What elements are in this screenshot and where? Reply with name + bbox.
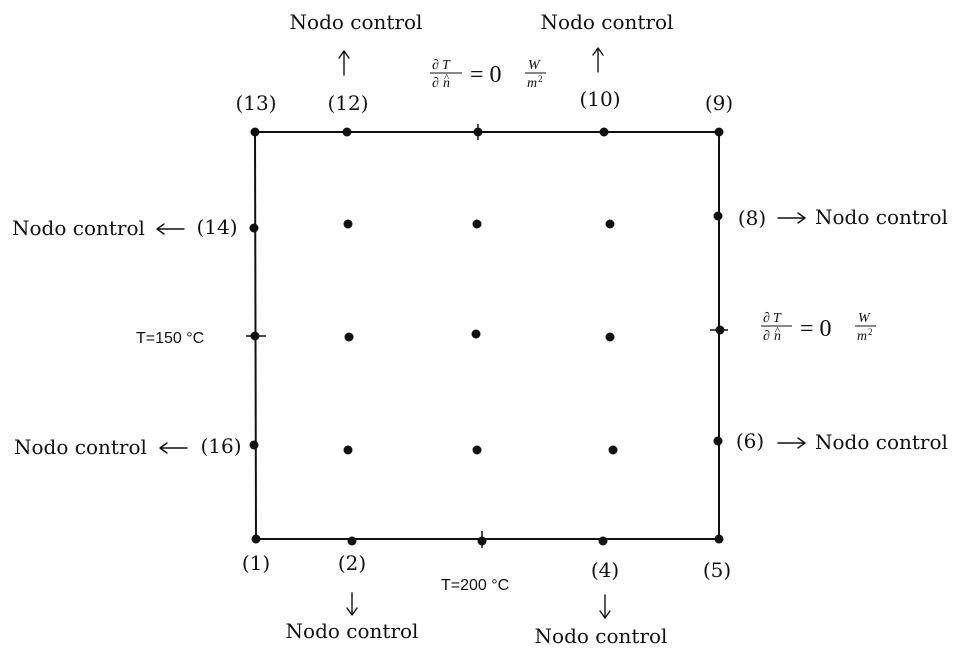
node-interior-a2 [472, 219, 482, 229]
flux-right-T: T [773, 311, 782, 326]
control-labels: Nodo control Nodo control Nodo control N… [12, 10, 948, 648]
flux-right-m: m [857, 329, 867, 344]
control-label-top-left: Nodo control [290, 10, 423, 34]
label-node-8: (8) [738, 206, 766, 230]
label-node-13: (13) [235, 91, 276, 115]
node-interior-a1 [343, 219, 353, 229]
left-temperature-label: T=150 °C [136, 330, 204, 347]
node-labels: (13) (12) (10) (9) (14) (8) (16) (6) (1)… [196, 87, 766, 582]
arrow-up-icon [338, 50, 350, 76]
flux-top-equals-zero: = 0 [470, 62, 502, 88]
node-2 [347, 536, 357, 546]
domain-boundary [254, 131, 720, 540]
control-label-left-upper: Nodo control [12, 216, 145, 240]
node-7 [715, 325, 725, 335]
flux-top-partial-num: ∂ [432, 58, 439, 73]
flux-top-sq: 2 [538, 74, 543, 84]
node-16 [249, 440, 259, 450]
node-15 [250, 331, 260, 341]
flux-top-W: W [528, 58, 541, 73]
node-interior-b1 [344, 332, 354, 342]
control-label-bottom-right: Nodo control [535, 624, 668, 648]
node-1 [251, 534, 261, 544]
label-node-6: (6) [736, 429, 764, 453]
node-14 [249, 223, 259, 233]
control-label-bottom-left: Nodo control [286, 619, 419, 643]
node-6 [713, 436, 723, 446]
arrow-right-icon [777, 437, 806, 449]
label-node-16: (16) [200, 434, 241, 458]
flux-right-partial-num: ∂ [763, 311, 770, 326]
node-interior-b3 [605, 332, 615, 342]
control-label-top-right: Nodo control [541, 10, 674, 34]
bottom-temperature-label: T=200 °C [441, 577, 509, 594]
node-4 [598, 536, 608, 546]
flux-right-partial-den: ∂ [763, 329, 770, 344]
arrow-left-icon [156, 223, 185, 235]
flux-top-hat: ^ [444, 72, 450, 84]
grid-nodes [249, 127, 725, 546]
node-interior-c1 [343, 445, 353, 455]
node-10 [599, 127, 609, 137]
arrow-down-icon [599, 594, 611, 619]
label-node-9: (9) [705, 91, 733, 115]
flux-condition-top: ∂ T ∂ n ^ = 0 W m 2 [430, 58, 546, 91]
flux-right-equals-zero: = 0 [800, 316, 832, 342]
node-8 [713, 211, 723, 221]
arrow-up-icon [592, 47, 604, 73]
control-arrows [156, 47, 806, 619]
node-5 [714, 534, 724, 544]
label-node-12: (12) [327, 91, 368, 115]
node-12 [342, 127, 352, 137]
node-interior-c2 [472, 445, 482, 455]
arrow-down-icon [346, 592, 358, 616]
label-node-10: (10) [579, 87, 620, 111]
flux-top-n: n [443, 76, 450, 91]
flux-right-hat: ^ [775, 325, 781, 337]
control-label-right-upper: Nodo control [815, 205, 948, 229]
node-11 [473, 127, 483, 137]
arrow-left-icon [159, 442, 188, 454]
arrow-right-icon [777, 212, 806, 224]
flux-top-m: m [527, 76, 537, 91]
flux-condition-right: ∂ T ∂ n ^ = 0 W m 2 [761, 311, 876, 344]
node-3 [477, 536, 487, 546]
label-node-14: (14) [196, 215, 237, 239]
label-node-4: (4) [591, 558, 619, 582]
control-label-left-lower: Nodo control [14, 435, 147, 459]
label-node-2: (2) [338, 551, 366, 575]
label-node-1: (1) [242, 551, 270, 575]
control-label-right-lower: Nodo control [815, 430, 948, 454]
flux-right-sq: 2 [868, 327, 873, 337]
flux-right-n: n [774, 329, 781, 344]
flux-top-partial-den: ∂ [432, 76, 439, 91]
node-13 [250, 127, 260, 137]
boundary-ticks [246, 124, 728, 548]
node-interior-a3 [605, 219, 615, 229]
flux-top-T: T [442, 58, 451, 73]
label-node-5: (5) [703, 558, 731, 582]
flux-right-W: W [858, 311, 871, 326]
node-interior-b2 [471, 329, 481, 339]
node-9 [714, 127, 724, 137]
node-interior-c3 [608, 445, 618, 455]
